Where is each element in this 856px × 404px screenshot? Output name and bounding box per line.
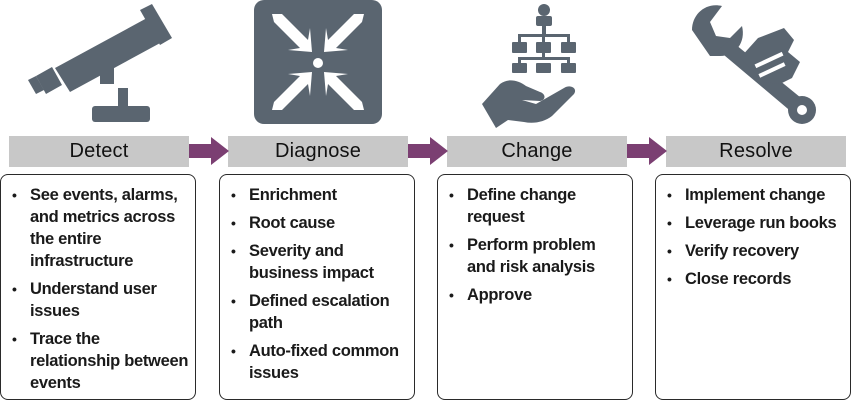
converging-arrows-icon — [252, 0, 384, 130]
list-item: Trace the relationship between events — [11, 328, 189, 394]
stage-label-diagnose: Diagnose — [228, 136, 408, 167]
change-list: Define change request Perform problem an… — [448, 184, 626, 306]
flow-arrow-icon — [408, 137, 448, 165]
change-card: Define change request Perform problem an… — [437, 174, 633, 400]
list-item: Auto-fixed common issues — [230, 340, 408, 384]
resolve-list: Implement change Leverage run books Veri… — [666, 184, 844, 290]
flow-arrow-icon — [189, 137, 229, 165]
wrench-icon — [688, 0, 828, 130]
list-item: See events, alarms, and metrics across t… — [11, 184, 189, 272]
detect-card: See events, alarms, and metrics across t… — [0, 174, 196, 400]
hand-org-chart-icon — [478, 0, 588, 130]
list-item: Define change request — [448, 184, 626, 228]
list-item: Implement change — [666, 184, 844, 206]
list-item: Close records — [666, 268, 844, 290]
list-item: Verify recovery — [666, 240, 844, 262]
stage-label-change: Change — [447, 136, 627, 167]
list-item: Approve — [448, 284, 626, 306]
diagnose-list: Enrichment Root cause Severity and busin… — [230, 184, 408, 384]
stage-label-resolve: Resolve — [666, 136, 846, 167]
diagnose-card: Enrichment Root cause Severity and busin… — [219, 174, 415, 400]
list-item: Root cause — [230, 212, 408, 234]
detect-list: See events, alarms, and metrics across t… — [11, 184, 189, 394]
list-item: Defined escalation path — [230, 290, 408, 334]
stage-label-detect: Detect — [9, 136, 189, 167]
list-item: Perform problem and risk analysis — [448, 234, 626, 278]
list-item: Severity and business impact — [230, 240, 408, 284]
list-item: Understand user issues — [11, 278, 189, 322]
resolve-card: Implement change Leverage run books Veri… — [655, 174, 851, 400]
list-item: Leverage run books — [666, 212, 844, 234]
telescope-icon — [22, 0, 172, 130]
list-item: Enrichment — [230, 184, 408, 206]
flow-arrow-icon — [627, 137, 667, 165]
